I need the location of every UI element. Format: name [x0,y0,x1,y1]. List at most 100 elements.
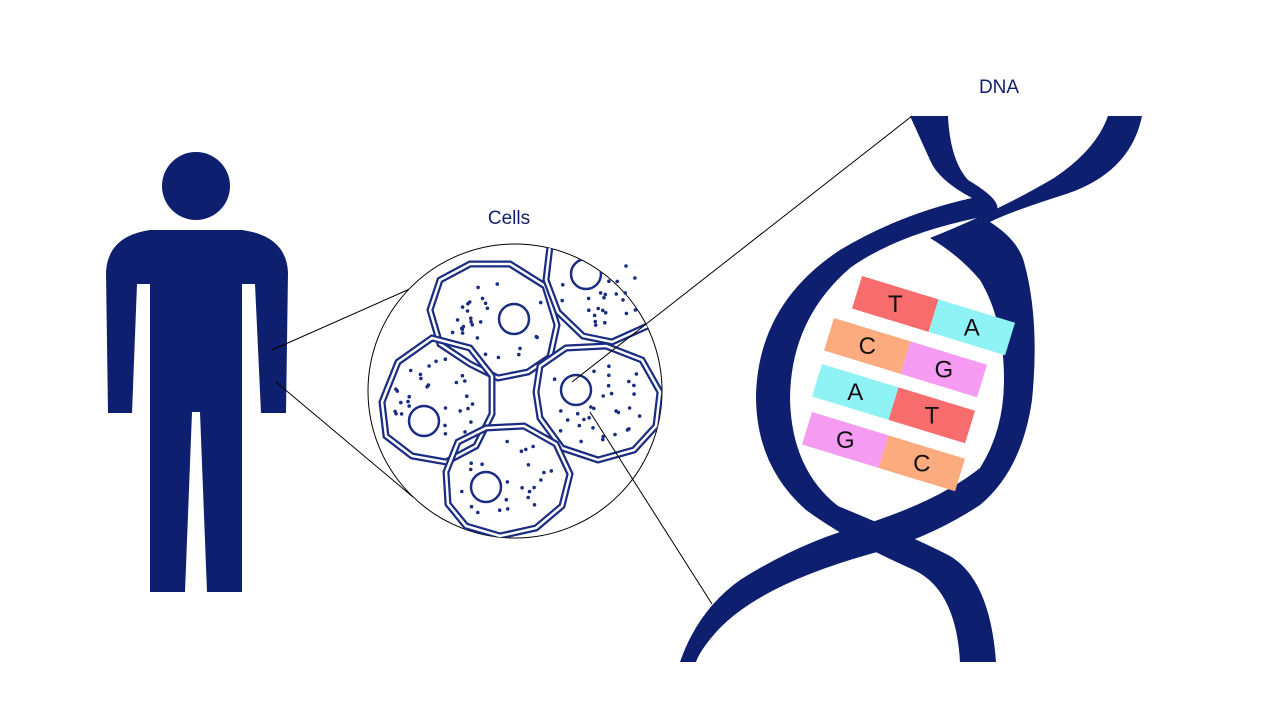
cytoplasm-dot [582,417,586,422]
cytoplasm-dot [470,323,475,327]
cytoplasm-dot [559,409,563,413]
cytoplasm-dot [460,373,465,378]
cytoplasm-dot [469,319,473,324]
cytoplasm-dot [535,335,539,340]
cytoplasm-dot [483,301,488,306]
cytoplasm-dot [603,311,608,315]
cytoplasm-dot [593,319,598,324]
cytoplasm-dot [399,400,403,405]
base-left-letter: T [888,291,903,318]
cytoplasm-dot [466,406,470,411]
cytoplasm-dot [475,336,480,340]
base-right-block [878,435,966,492]
cytoplasm-dot [450,330,455,335]
cytoplasm-dot [542,470,546,475]
cytoplasm-dot [596,306,600,311]
cytoplasm-dot [469,420,473,424]
cytoplasm-dot [607,364,611,369]
cytoplasm-dot [460,331,465,335]
cytoplasm-dot [633,276,637,280]
cytoplasm-dot [602,295,606,300]
cytoplasm-dot [593,323,598,327]
cytoplasm-dot [393,409,397,414]
cytoplasm-dot [463,430,467,434]
base-right-letter: G [934,356,953,383]
helix-strand-b [680,116,1142,662]
cytoplasm-dot [634,372,639,376]
cytoplasm-dot [633,308,638,312]
base-left-block [852,276,939,332]
cytoplasm-dot [468,467,473,472]
cytoplasm-dot [606,383,611,388]
cytoplasm-dot [505,439,510,444]
cell-bottom [442,422,574,538]
cytoplasm-dot [517,352,521,357]
cytoplasm-dots [393,264,642,515]
cytoplasm-dot [589,405,593,409]
cytoplasm-dot [406,399,410,404]
cytoplasm-dot [483,352,488,357]
human-figure [106,152,288,592]
cytoplasm-dot [520,486,524,490]
cytoplasm-dot [561,283,565,287]
zoom-lines-body [271,287,414,498]
cytoplasm-dot [624,264,628,268]
cytoplasm-dot [407,404,412,408]
cytoplasm-dot [455,318,460,322]
cytoplasm-dot [565,418,570,422]
cytoplasm-dot [480,296,485,301]
base-right-block [900,341,988,398]
cytoplasm-dot [399,412,404,416]
human-body [106,230,288,592]
cytoplasm-dot [579,439,583,444]
cytoplasm-dot [476,285,480,290]
cytoplasm-dot [538,300,543,305]
base-pair: GC [802,412,966,492]
cytoplasm-dot [467,300,472,304]
cytoplasm-dot [476,510,480,515]
cytoplasm-dot [552,377,557,382]
cytoplasm-dot [454,380,459,385]
cytoplasm-dot [532,485,536,490]
cytoplasm-dot [632,383,636,388]
cytoplasm-dot [623,291,627,295]
cytoplasm-dot [601,394,605,398]
cytoplasm-dot [426,383,431,387]
cytoplasm-dot [505,507,510,511]
cytoplasm-dot [527,489,532,494]
cytoplasm-dot [592,369,596,374]
cytoplasm-dot [469,461,474,466]
cytoplasm-dot [460,327,465,332]
cells-view [367,243,663,539]
cytoplasm-dot [460,305,465,309]
cytoplasm-dot [465,309,470,313]
cytoplasm-dot [461,324,466,329]
cytoplasm-dot [443,423,447,428]
cytoplasm-dot [469,504,474,509]
base-pair: CG [824,318,988,398]
cytoplasm-dot [609,391,614,396]
dna-helix [680,116,1142,662]
cytoplasm-dot [463,379,467,383]
cytoplasm-dot [418,372,423,377]
cytoplasm-dot [592,406,596,411]
cell-left [378,334,496,466]
cytoplasm-dot [601,308,605,313]
cytoplasm-dot [621,298,625,302]
base-left-letter: C [859,333,876,360]
base-left-block [812,364,899,420]
cytoplasm-dot [408,368,413,373]
cytoplasm-dot [549,469,554,473]
cytoplasm-dot [607,373,611,378]
cytoplasm-dot [443,432,448,436]
base-right-letter: T [924,402,939,429]
human-head [162,152,230,220]
base-left-block [824,318,911,374]
cytoplasm-dot [601,437,605,442]
cytoplasm-dot [505,480,510,484]
cytoplasm-dot [603,320,607,325]
cytoplasm-dot [624,311,629,316]
cytoplasm-dot [518,346,522,351]
cytoplasm-dot [615,279,619,284]
